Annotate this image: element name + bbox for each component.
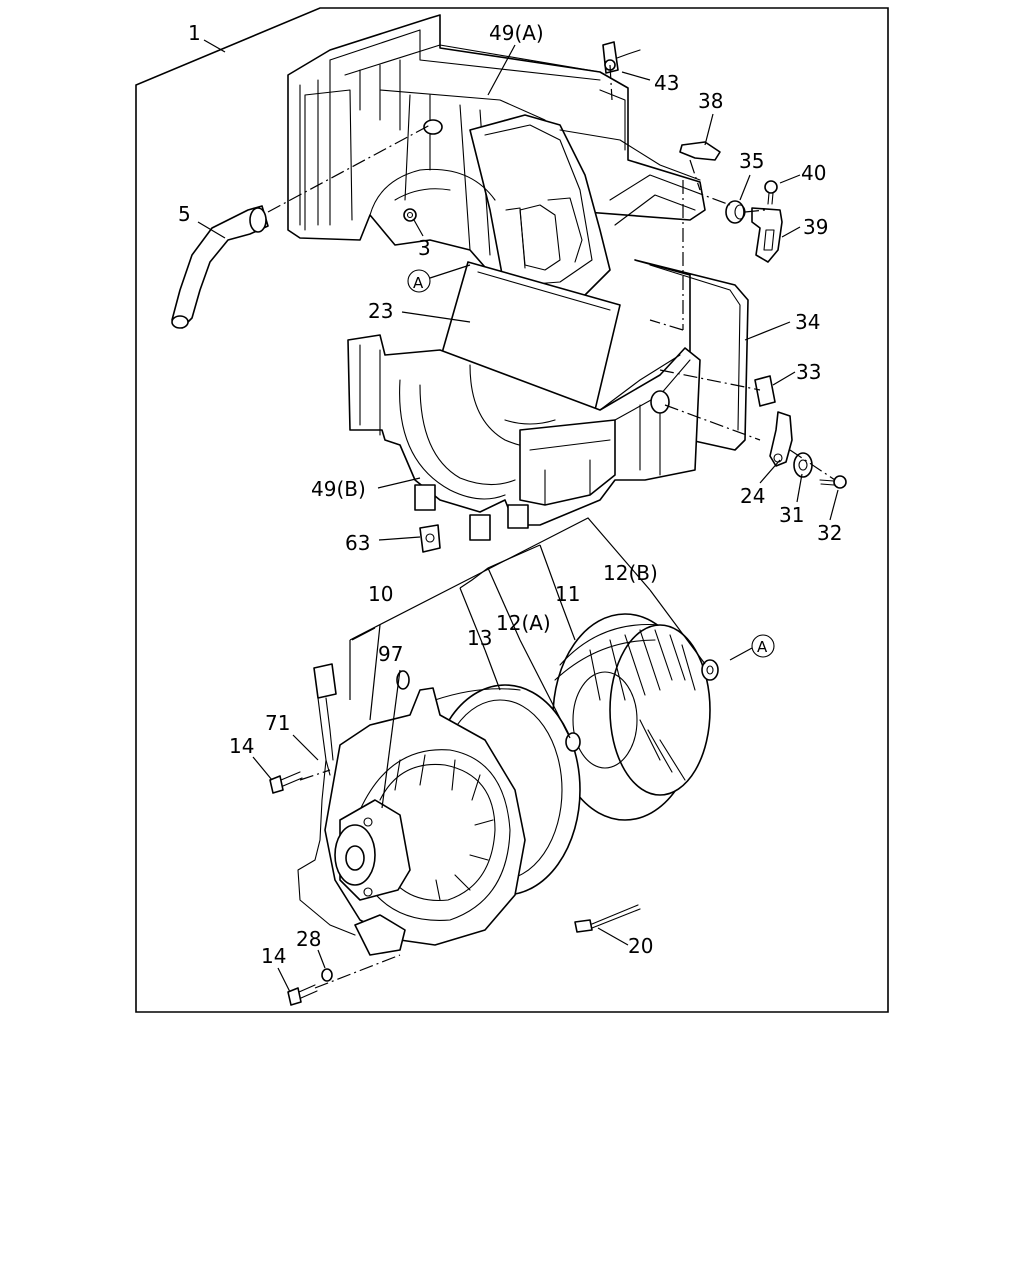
ref-circle-a-lower [751, 634, 775, 658]
screw-40 [764, 180, 778, 205]
assembly-frame [135, 7, 889, 1013]
label-38: 38 [698, 89, 723, 113]
label-20: 20 [628, 934, 653, 958]
label-24: 24 [740, 484, 765, 508]
label-1: 1 [188, 21, 201, 45]
screw-43 [602, 41, 641, 74]
label-49a: 49(A) [489, 21, 544, 45]
label-32: 32 [817, 521, 842, 545]
grommet-35 [725, 200, 746, 224]
label-12a: 12(A) [496, 611, 551, 635]
blower-fan-11 [552, 613, 711, 821]
label-39: 39 [803, 215, 828, 239]
upper-case-49a [287, 14, 706, 309]
label-14-upper: 14 [229, 734, 254, 758]
gear-31 [793, 452, 813, 478]
screw-14-lower [287, 984, 318, 1006]
clip-63 [419, 524, 441, 553]
clip-38 [679, 141, 721, 161]
label-49b: 49(B) [311, 477, 366, 501]
label-40: 40 [801, 161, 826, 185]
lower-case-49b [347, 334, 701, 541]
label-34: 34 [795, 310, 820, 334]
label-12b: 12(B) [603, 561, 658, 585]
label-28: 28 [296, 927, 321, 951]
lever-24 [769, 411, 793, 467]
label-71: 71 [265, 711, 290, 735]
label-31: 31 [779, 503, 804, 527]
center-lines [267, 64, 836, 989]
motor-wiring [297, 663, 410, 936]
label-a-upper: A [413, 274, 424, 292]
label-97: 97 [378, 642, 403, 666]
label-a-lower: A [757, 638, 768, 656]
drain-hose-5 [171, 205, 269, 329]
ref-circle-a-upper [407, 269, 431, 293]
clip-12a [565, 732, 581, 752]
bracket-39 [751, 207, 783, 263]
label-5: 5 [178, 202, 191, 226]
motor-10 [324, 687, 526, 956]
leader-lines [197, 39, 839, 993]
screw-32 [819, 475, 847, 489]
label-23: 23 [368, 299, 393, 323]
label-33: 33 [796, 360, 821, 384]
label-10: 10 [368, 582, 393, 606]
clip-12b [701, 659, 719, 681]
label-13: 13 [467, 626, 492, 650]
washer-28 [321, 968, 333, 982]
label-63: 63 [345, 531, 370, 555]
clip-33 [754, 375, 776, 407]
label-43: 43 [654, 71, 679, 95]
cable-tie-20 [574, 904, 641, 933]
label-35: 35 [739, 149, 764, 173]
label-11: 11 [555, 582, 580, 606]
label-14-lower: 14 [261, 944, 286, 968]
label-3: 3 [418, 236, 431, 260]
screw-14-upper [269, 771, 303, 794]
